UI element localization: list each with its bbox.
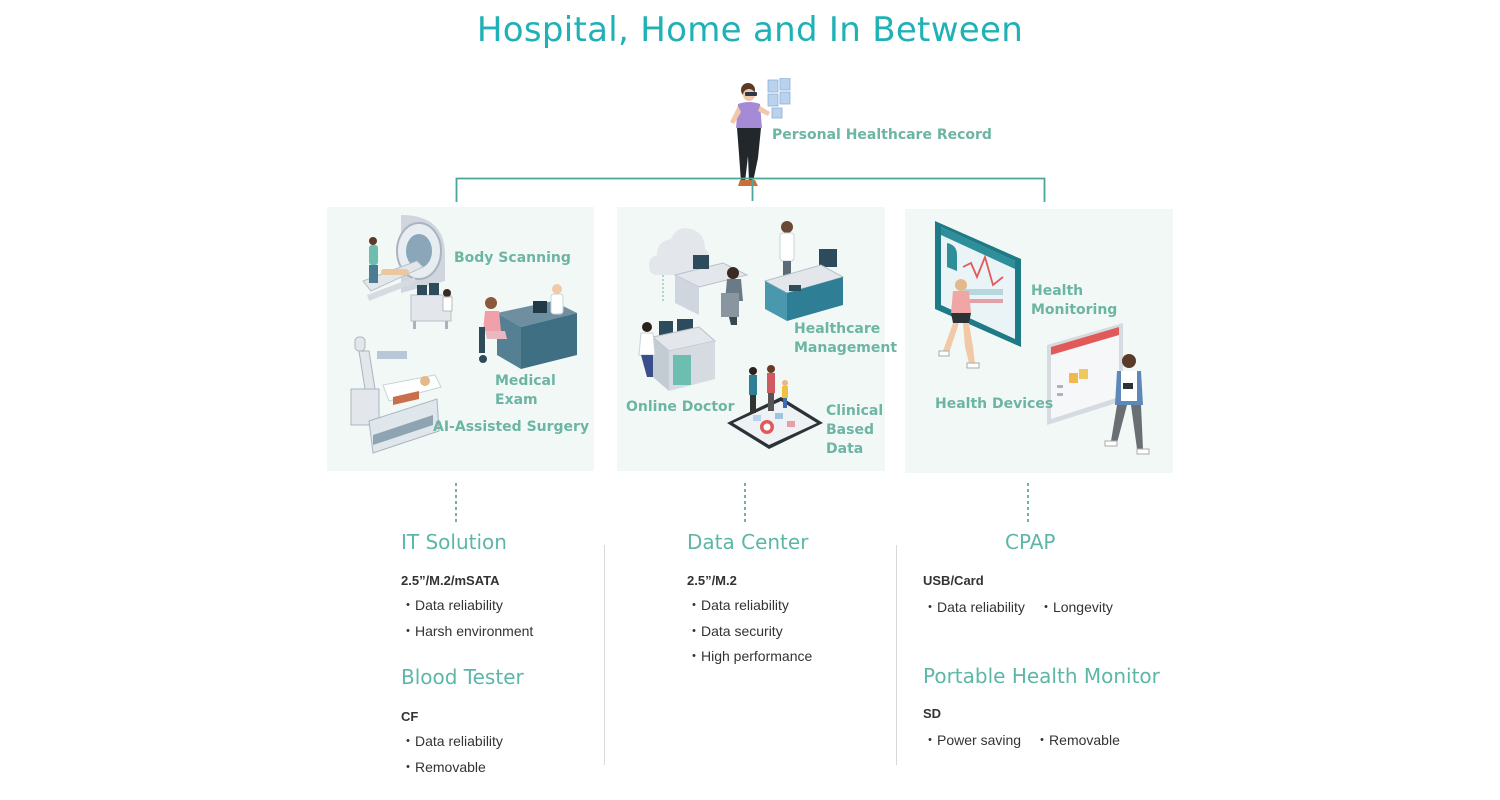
bullets-blood-tester: Data reliability Removable [401, 729, 503, 780]
mri-scanner-icon [362, 215, 445, 301]
label-body-scanning: Body Scanning [454, 250, 571, 266]
online-doctor-icon [638, 319, 717, 391]
tablet-family-icon [727, 365, 823, 449]
column-divider-1 [604, 545, 605, 765]
section-title-blood-tester: Blood Tester [401, 665, 524, 689]
control-desk-icon [410, 283, 453, 329]
dotted-connector-2 [744, 483, 746, 523]
section-title-portable-health-monitor: Portable Health Monitor [923, 664, 1160, 688]
bullet-item: Data reliability [687, 593, 812, 619]
walking-man-icon [1104, 354, 1150, 455]
label-ai-assisted-surgery: AI-Assisted Surgery [433, 419, 590, 435]
bullets-cpap: Data reliability Longevity [923, 597, 1113, 617]
page-title: Hospital, Home and In Between [476, 10, 1024, 50]
home-panel: Health Monitoring Health Devices [905, 209, 1173, 473]
bullet-item: High performance [687, 644, 812, 670]
section-title-it-solution: IT Solution [401, 530, 507, 554]
label-healthcare-management: Healthcare Management [794, 321, 898, 356]
bullets-portable-health-monitor: Power saving Removable [923, 730, 1120, 750]
bullets-data-center: Data reliability Data security High perf… [687, 593, 812, 670]
bullet-item: Power saving [923, 732, 1021, 748]
doctor-desk-icon [479, 284, 577, 369]
section-sub-blood-tester: CF [401, 709, 419, 724]
label-clinical-based-data: Clinical Based Data [826, 403, 884, 457]
bullet-item: Removable [401, 755, 503, 781]
section-sub-cpap: USB/Card [923, 573, 984, 588]
bullet-item: Data reliability [923, 599, 1025, 615]
workstation-icon [673, 255, 749, 325]
surgical-robot-icon [350, 336, 442, 454]
section-sub-data-center: 2.5”/M.2 [687, 573, 737, 588]
bullet-item: Data security [687, 619, 812, 645]
label-medical-exam: Medical Exam [495, 373, 556, 408]
label-health-monitoring: Health Monitoring [1031, 283, 1118, 318]
device-screen-icon [1047, 323, 1123, 425]
in-between-panel: Healthcare Management Online Doctor Clin… [617, 207, 897, 471]
bullets-it-solution: Data reliability Harsh environment [401, 593, 533, 644]
bullet-item: Longevity [1039, 599, 1113, 615]
reception-desk-icon [763, 221, 845, 321]
section-title-cpap: CPAP [1005, 530, 1056, 554]
person-vr-icon [730, 78, 791, 186]
section-title-data-center: Data Center [687, 530, 809, 554]
phr-label: Personal Healthcare Record [772, 127, 992, 143]
column-divider-2 [896, 545, 897, 765]
bullet-item: Harsh environment [401, 619, 533, 645]
runner-icon [938, 279, 980, 369]
connector-lines [455, 177, 1046, 202]
hospital-panel: Body Scanning Medical Exam AI-Assisted S… [327, 207, 594, 471]
bullet-item: Removable [1035, 732, 1120, 748]
label-health-devices: Health Devices [935, 396, 1054, 412]
bullet-item: Data reliability [401, 729, 503, 755]
dotted-connector-3 [1027, 483, 1029, 523]
dotted-connector-1 [455, 483, 457, 523]
section-sub-portable-health-monitor: SD [923, 706, 942, 721]
bullet-item: Data reliability [401, 593, 533, 619]
section-sub-it-solution: 2.5”/M.2/mSATA [401, 573, 500, 588]
label-online-doctor: Online Doctor [626, 399, 735, 415]
